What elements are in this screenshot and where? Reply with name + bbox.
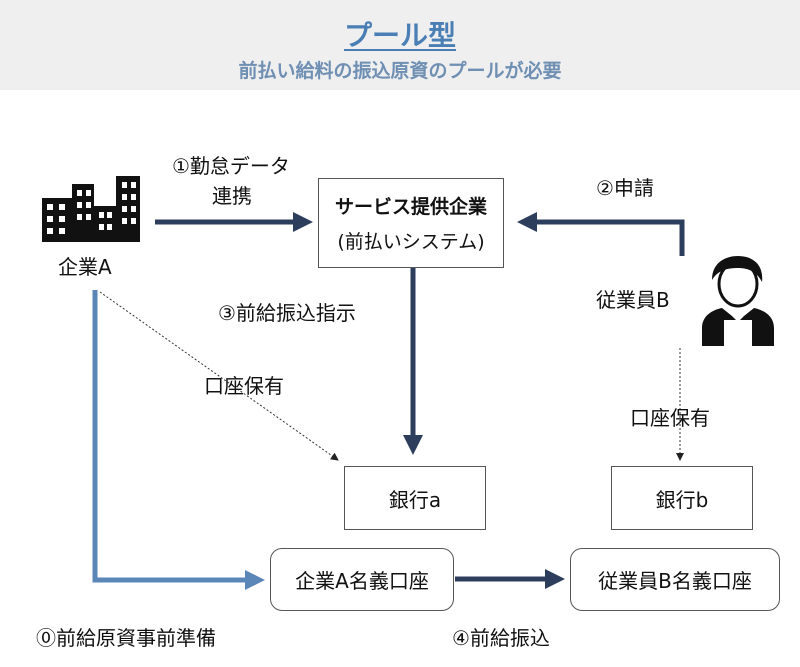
arrow-step0: [92, 290, 265, 590]
system-title: サービス提供企業: [334, 196, 487, 218]
account-b-label: 従業員B名義口座: [598, 569, 752, 593]
step3-label: ③前給振込指示: [218, 301, 356, 325]
holds-account-b-label: 口座保有: [630, 406, 710, 430]
account-b-box: 従業員B名義口座: [570, 548, 780, 611]
employee-label: 従業員B: [596, 288, 670, 312]
dotted-holds-a: [99, 291, 339, 461]
page-title: プール型: [343, 19, 456, 52]
system-subtitle: (前払いシステム): [337, 231, 485, 253]
arrow-step2: [517, 212, 685, 256]
company-label: 企業A: [58, 255, 112, 279]
bank-a-box: 銀行a: [344, 466, 486, 530]
step4-label: ④前給振込: [452, 626, 550, 650]
header-banner: プール型 前払い給料の振込原資のプールが必要: [0, 0, 800, 90]
bank-b-box: 銀行b: [611, 466, 753, 530]
page-subtitle: 前払い給料の振込原資のプールが必要: [238, 60, 562, 82]
step0-label: ⓪前給原資事前準備: [36, 626, 216, 650]
building-icon: [42, 176, 140, 242]
account-a-box: 企業A名義口座: [270, 548, 454, 611]
account-a-label: 企業A名義口座: [295, 569, 429, 593]
bank-b-label: 銀行b: [655, 487, 709, 512]
step1-label-line2: 連携: [212, 184, 252, 208]
bank-a-label: 銀行a: [388, 487, 442, 512]
step2-label: ②申請: [596, 176, 654, 200]
holds-account-a-label: 口座保有: [204, 374, 284, 398]
service-system-box: サービス提供企業 (前払いシステム): [318, 178, 504, 268]
step1-label-line1: ①勤怠データ: [172, 154, 290, 178]
person-icon: [702, 256, 774, 346]
